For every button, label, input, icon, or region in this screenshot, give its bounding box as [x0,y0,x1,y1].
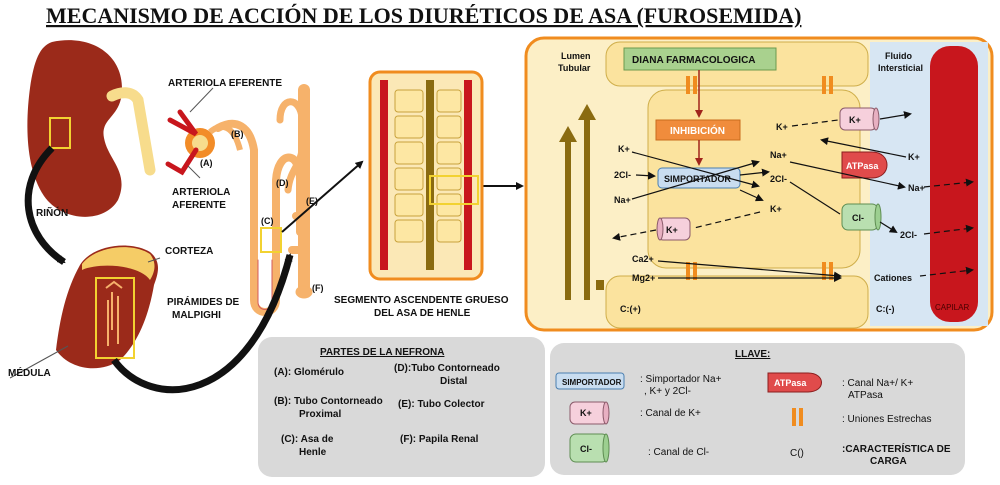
marker-e: (E) [306,196,318,206]
legend-cl-desc: : Canal de Cl- [648,447,709,458]
ion-mg: Mg2+ [632,273,655,283]
parte-d-2: Distal [440,376,467,387]
ion-k-lumen: K+ [618,144,630,154]
ion-k-atp: K+ [908,152,920,162]
cationes-label: Cationes [874,273,912,283]
legend-simportador-desc: : Simportador Na+ [640,374,722,385]
medula-label: MÉDULA [8,366,51,379]
parte-e: (E): Tubo Colector [398,399,485,410]
legend-simportador-swatch [555,372,625,390]
charge-negative: C:(-) [876,304,895,314]
legend-uniones-desc: : Uniones Estrechas [842,414,932,425]
ion-ca: Ca2+ [632,254,654,264]
k-channel-apical-label: K+ [666,225,678,235]
rinon-label: RIÑÓN [36,206,68,219]
atpasa-pump [841,151,888,179]
marker-d: (D) [276,178,289,188]
lumen-label-2: Tubular [558,63,591,73]
parte-b-2: Proximal [299,409,341,420]
segment-illustration [368,70,484,281]
inhibicion-label: INHIBICIÓN [670,124,725,137]
cl-channel [841,203,882,231]
diana-box [623,47,777,71]
llave-title: LLAVE: [735,349,770,360]
marker-f: (F) [312,283,324,293]
inhibicion-box [655,119,741,141]
diana-label: DIANA FARMACOLOGICA [632,55,756,66]
charge-positive: C:(+) [620,304,641,314]
legend-atpasa-desc-2: ATPasa [848,390,883,401]
legend-k-tag: K+ [580,408,592,418]
corteza-label: CORTEZA [165,246,213,257]
parte-a: (A): Glomérulo [274,367,344,378]
cl-channel-label: Cl- [852,213,864,223]
ion-na-cell: Na+ [770,150,787,160]
piramides-label: PIRÁMIDES DE [167,295,240,308]
marker-c: (C) [261,216,274,226]
legend-uniones-swatch [792,408,803,426]
parte-d: (D):Tubo Contorneado [394,363,500,374]
marker-a: (A) [200,158,213,168]
legend-cl-tag: Cl- [580,444,592,454]
arteriola-eferente-label: ARTERIOLA EFERENTE [168,78,282,89]
piramides-label-2: MALPIGHI [172,310,221,321]
ion-na-lumen: Na+ [614,195,631,205]
parte-c: (C): Asa de [281,434,334,445]
legend-simportador-desc-2: , K+ y 2Cl- [644,386,691,397]
glomerulus-illustration [165,109,243,176]
legend-cl-swatch [569,433,610,463]
legend-simportador-tag: SIMPORTADOR [562,378,622,387]
nephron-zoom-box [260,227,282,253]
zoom-arrow-segment [281,160,364,233]
partes-title: PARTES DE LA NEFRONA [320,347,444,358]
ion-2cl-out: 2Cl- [900,230,917,240]
nephron-illustration [214,84,313,316]
atpasa-label: ATPasa [846,161,879,171]
legend-k-swatch [569,401,610,425]
arteriola-aferente-label: ARTERIOLA [172,187,230,198]
legend-atpasa-desc: : Canal Na+/ K+ [842,378,913,389]
llave-box [550,343,965,475]
marker-b: (B) [231,129,244,139]
flow-arrow-section [111,253,294,393]
ion-k-top: K+ [776,122,788,132]
fluido-label: Fluido [885,51,912,61]
ion-na-atp: Na+ [908,183,925,193]
page-title: MECANISMO DE ACCIÓN DE LOS DIURÉTICOS DE… [46,3,801,28]
k-channel-basolateral [839,107,880,131]
parte-c-2: Henle [299,447,327,458]
ion-2cl-lumen: 2Cl- [614,170,631,180]
side-id: 348307177 [0,374,2,420]
k-channel-basolateral-label: K+ [849,115,861,125]
segmento-label: SEGMENTO ASCENDENTE GRUESO [334,295,509,306]
lumen-label: Lumen [561,51,591,61]
legend-carga-desc: :CARACTERÍSTICA DE [842,442,951,455]
ion-k-cell: K+ [770,204,782,214]
legend-atpasa-swatch [767,372,822,393]
segmento-label-2: DEL ASA DE HENLE [374,308,471,319]
legend-carga-tag: C() [790,448,804,459]
ion-2cl-cell: 2Cl- [770,174,787,184]
tight-junctions [686,76,833,280]
legend-k-desc: : Canal de K+ [640,408,701,419]
fluido-label-2: Intersticial [878,63,923,73]
lumen-flow-arrows [559,104,596,300]
parte-b: (B): Tubo Contorneado [274,396,383,407]
kidney-section-illustration [56,245,158,369]
parte-f: (F): Papila Renal [400,434,479,445]
legend-atpasa-tag: ATPasa [774,378,807,388]
simportador-label: SIMPORTADOR [664,174,731,184]
partes-box [258,337,545,477]
legend-carga-desc-2: CARGA [870,456,907,467]
kidney-illustration [27,40,156,217]
arteriola-aferente-label-2: AFERENTE [172,200,226,211]
capilar-label: CAPILAR [935,303,969,312]
k-channel-apical [656,217,691,241]
kidney-zoom-box [49,117,71,149]
flow-arrow-kidney [24,145,66,265]
